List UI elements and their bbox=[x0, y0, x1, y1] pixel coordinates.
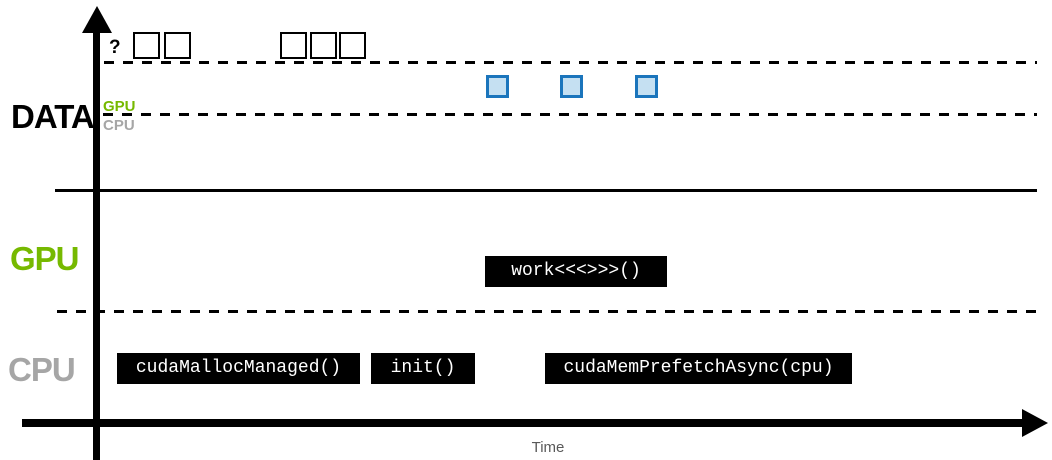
time-axis-label: Time bbox=[531, 439, 565, 456]
gpu-cpu-section-dashed-line bbox=[57, 310, 1037, 313]
memory-page-unknown-3 bbox=[280, 32, 307, 59]
cpu-event-init: init() bbox=[371, 353, 475, 384]
data-gpu-sublabel: GPU bbox=[103, 98, 136, 115]
data-axis-line bbox=[93, 24, 100, 460]
unknown-location-dashed-line bbox=[104, 61, 1037, 64]
cpu-event-cudamallocmanaged: cudaMallocManaged() bbox=[117, 353, 360, 384]
memory-page-unknown-4 bbox=[310, 32, 337, 59]
data-gpu-cpu-dashed-line bbox=[103, 113, 1037, 116]
data-section-separator-line bbox=[55, 189, 1037, 192]
memory-page-gpu-2 bbox=[560, 75, 583, 98]
data-axis-arrow-up-icon bbox=[82, 6, 112, 33]
cpu-row-label: CPU bbox=[8, 351, 76, 388]
memory-page-gpu-1 bbox=[486, 75, 509, 98]
memory-page-unknown-1 bbox=[133, 32, 160, 59]
memory-page-unknown-2 bbox=[164, 32, 191, 59]
time-axis-line bbox=[22, 419, 1022, 427]
cpu-event-cudamemprefetchasync: cudaMemPrefetchAsync(cpu) bbox=[545, 353, 852, 384]
time-axis-arrow-right-icon bbox=[1022, 409, 1048, 437]
unknown-location-question-mark: ? bbox=[109, 37, 121, 58]
data-cpu-sublabel: CPU bbox=[103, 117, 135, 134]
gpu-event-work-kernel: work<<<>>>() bbox=[485, 256, 667, 287]
gpu-row-label: GPU bbox=[10, 240, 80, 277]
memory-page-gpu-3 bbox=[635, 75, 658, 98]
data-row-label: DATA bbox=[11, 98, 95, 135]
memory-page-unknown-5 bbox=[339, 32, 366, 59]
